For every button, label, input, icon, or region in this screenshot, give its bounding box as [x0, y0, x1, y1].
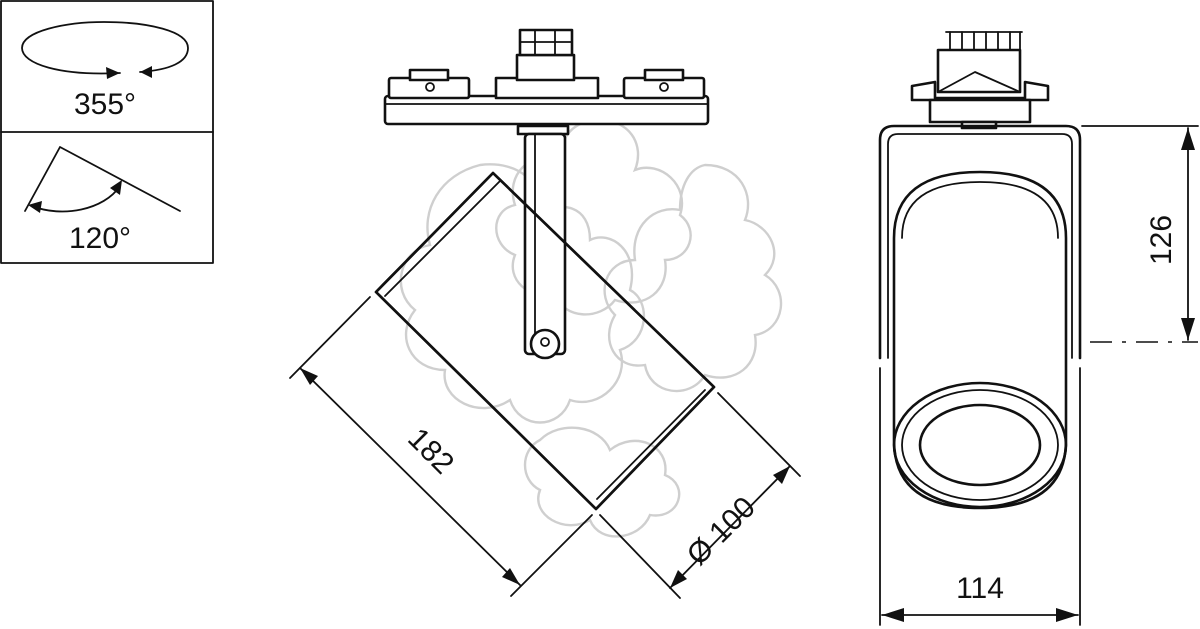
spot-cylinder-tilted	[374, 171, 716, 511]
track-adapter	[383, 28, 710, 126]
width-dimension-label: 114	[956, 572, 1004, 605]
adapter-connector	[910, 31, 1050, 130]
dimension-length	[289, 296, 593, 597]
support-arm	[516, 124, 570, 360]
height-dimension-label: 126	[1145, 215, 1178, 265]
cylinder-end	[892, 170, 1068, 510]
end-view-spotlight: 126 114	[878, 31, 1199, 626]
angle-icons-panel: 355° 120°	[0, 0, 214, 264]
dimension-height	[1081, 125, 1199, 343]
dimension-width	[879, 367, 1081, 626]
diameter-dimension-label: Ø 100	[681, 491, 762, 572]
dimension-diameter	[599, 392, 801, 599]
watermark-logo	[399, 118, 783, 538]
length-dimension-label: 182	[401, 422, 460, 481]
rotation-angle-label: 355°	[74, 88, 136, 121]
rotation-ellipse-icon	[21, 21, 189, 79]
side-view-spotlight: 182 Ø 100	[289, 28, 801, 599]
tilt-angle-label: 120°	[69, 222, 131, 255]
yoke-bracket	[878, 124, 1082, 360]
tilt-angle-icon	[24, 146, 181, 213]
